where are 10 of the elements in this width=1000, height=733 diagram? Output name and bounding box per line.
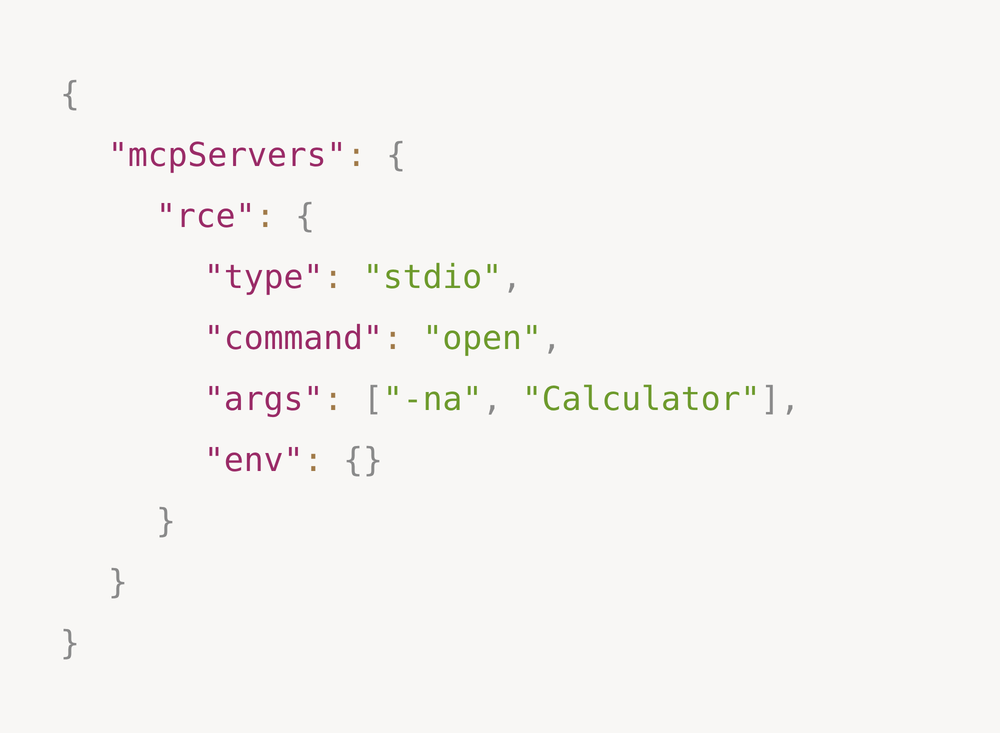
code-line: "type": "stdio", bbox=[204, 256, 522, 298]
code-line: } bbox=[108, 561, 128, 603]
code-line: "command": "open", bbox=[204, 317, 562, 359]
code-line: } bbox=[60, 622, 80, 664]
code-line: } bbox=[156, 500, 176, 542]
code-line: { bbox=[60, 73, 80, 115]
code-line: "mcpServers": { bbox=[108, 134, 406, 176]
code-line: "args": ["-na", "Calculator"], bbox=[204, 378, 800, 420]
code-line: "env": {} bbox=[204, 439, 383, 481]
code-line: "rce": { bbox=[156, 195, 315, 237]
